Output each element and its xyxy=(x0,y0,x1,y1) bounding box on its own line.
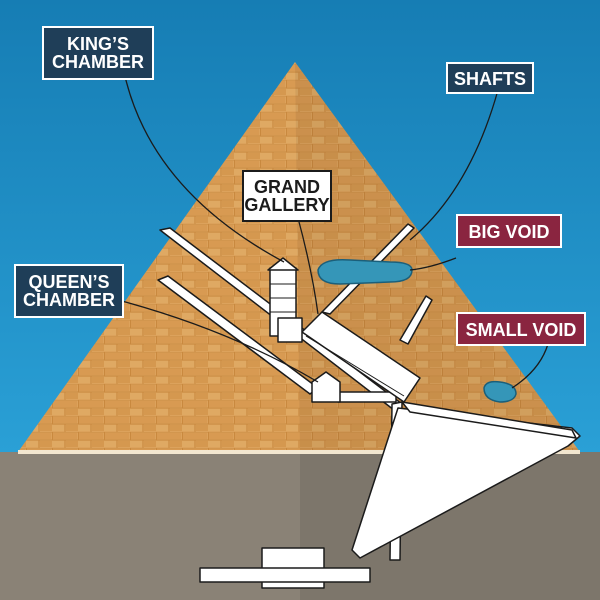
shafts-label-text: SHAFTS xyxy=(454,69,526,89)
kings-chamber-roof xyxy=(267,257,299,271)
kings-chamber-label: KING’S CHAMBER xyxy=(42,26,154,80)
leader-shafts xyxy=(409,89,499,241)
passages xyxy=(157,223,581,589)
south-shaft xyxy=(399,295,433,345)
leader-kings-chamber xyxy=(123,71,285,263)
subterranean-floor xyxy=(199,567,371,583)
kings-chamber-label-line1: KING’S xyxy=(66,34,129,54)
pyramid-base-edge xyxy=(18,450,580,454)
kings-chamber xyxy=(277,317,303,343)
shafts-label: SHAFTS xyxy=(446,62,534,94)
big-void-label-text: BIG VOID xyxy=(468,222,550,242)
kings-chamber-label-line2: CHAMBER xyxy=(52,52,144,72)
queens-passage xyxy=(337,391,397,403)
small-void-label: SMALL VOID xyxy=(456,312,586,346)
big-void xyxy=(317,258,413,285)
small-void-label-text: SMALL VOID xyxy=(465,320,577,340)
grand-gallery xyxy=(301,311,421,403)
pyramid-body xyxy=(18,62,580,452)
gallery-inner-line xyxy=(305,335,405,397)
grand-gallery-label-line1: GRAND xyxy=(254,177,320,197)
queens-chamber-label-line1: QUEEN’S xyxy=(28,272,110,292)
queens-chamber xyxy=(311,371,341,403)
lower-descending-passage xyxy=(351,407,581,559)
big-descending-run xyxy=(401,401,577,439)
grand-gallery-label-line2: GALLERY xyxy=(244,195,330,215)
leader-small-void xyxy=(511,343,549,389)
leader-queens-chamber xyxy=(117,299,319,383)
leader-grand-gallery xyxy=(297,217,319,315)
leader-lines xyxy=(117,71,549,389)
grand-gallery-label: GRAND GALLERY xyxy=(242,170,332,222)
queens-chamber-label: QUEEN’S CHAMBER xyxy=(14,264,124,318)
leader-big-void xyxy=(409,257,457,271)
small-void xyxy=(483,380,517,403)
queens-chamber-label-line2: CHAMBER xyxy=(23,290,115,310)
big-void-label: BIG VOID xyxy=(456,214,562,248)
